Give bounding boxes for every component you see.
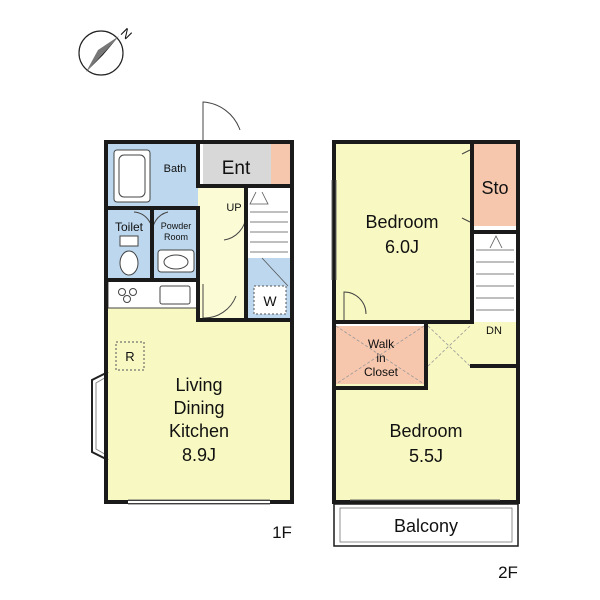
stairs-down-label: DN: [486, 325, 502, 337]
hall-floor: [198, 186, 246, 320]
wash-basin: [157, 249, 195, 273]
washer-space: [253, 285, 287, 315]
stairs-2f-floor: [474, 232, 516, 322]
ldk-label-2: Dining: [173, 398, 224, 418]
bedroom-b-size-label: 5.5J: [409, 446, 443, 466]
balcony-area: [333, 503, 519, 547]
ldk-floor: [108, 308, 290, 500]
bathtub: [113, 149, 151, 203]
shoe-storage-floor: [271, 144, 290, 186]
bedroom-a-name-label: Bedroom: [365, 212, 438, 232]
refrigerator-space: [115, 341, 145, 371]
ldk-label-3: Kitchen: [169, 421, 229, 441]
closet-marks: [335, 325, 471, 385]
ldk-size-label: 8.9J: [182, 445, 216, 465]
floor-2: Sto Bedroom 6.0J Walk in Closet DN Bedro…: [331, 140, 520, 582]
walls-2f: [332, 140, 520, 504]
compass-ring: [78, 30, 124, 76]
floor-1: Ent Bath Toilet Powder Room UP W R Livin…: [91, 101, 294, 542]
hall-2f-floor: [428, 320, 516, 366]
ldk-label-1: Living: [175, 375, 222, 395]
door-swings-2f: [343, 149, 471, 320]
bedroom-b-name-label: Bedroom: [389, 421, 462, 441]
bedroom-a-size-label: 6.0J: [385, 237, 419, 257]
stairs-down-2f: [476, 235, 514, 311]
bedroom-a-floor: [336, 144, 470, 320]
washer-label: W: [263, 293, 277, 309]
walls-1f: [104, 140, 294, 504]
floor-2-label: 2F: [498, 563, 518, 582]
closet-label-1: Walk: [368, 337, 395, 351]
storage-floor: [474, 144, 516, 226]
stairs-up-label: UP: [226, 202, 241, 214]
refrigerator-label: R: [125, 349, 134, 364]
balcony-label: Balcony: [394, 516, 458, 536]
stairs-up-1f: [249, 191, 289, 287]
floor-1-label: 1F: [272, 523, 292, 542]
compass-north-label: N: [118, 25, 135, 42]
toilet-label: Toilet: [115, 220, 144, 234]
powder-room-label-2: Room: [164, 232, 188, 242]
closet-label-3: Closet: [364, 365, 399, 379]
powder-room-label-1: Powder: [161, 221, 192, 231]
kitchen-counter: [107, 280, 199, 309]
bath-label: Bath: [164, 163, 187, 175]
storage-label: Sto: [481, 178, 508, 198]
closet-label-2: in: [376, 351, 385, 365]
toilet-fixture: [119, 235, 139, 276]
entrance-label: Ent: [222, 158, 251, 179]
entrance-floor: [203, 144, 271, 186]
compass: N: [78, 25, 135, 76]
compass-needle-tail: [86, 36, 119, 72]
